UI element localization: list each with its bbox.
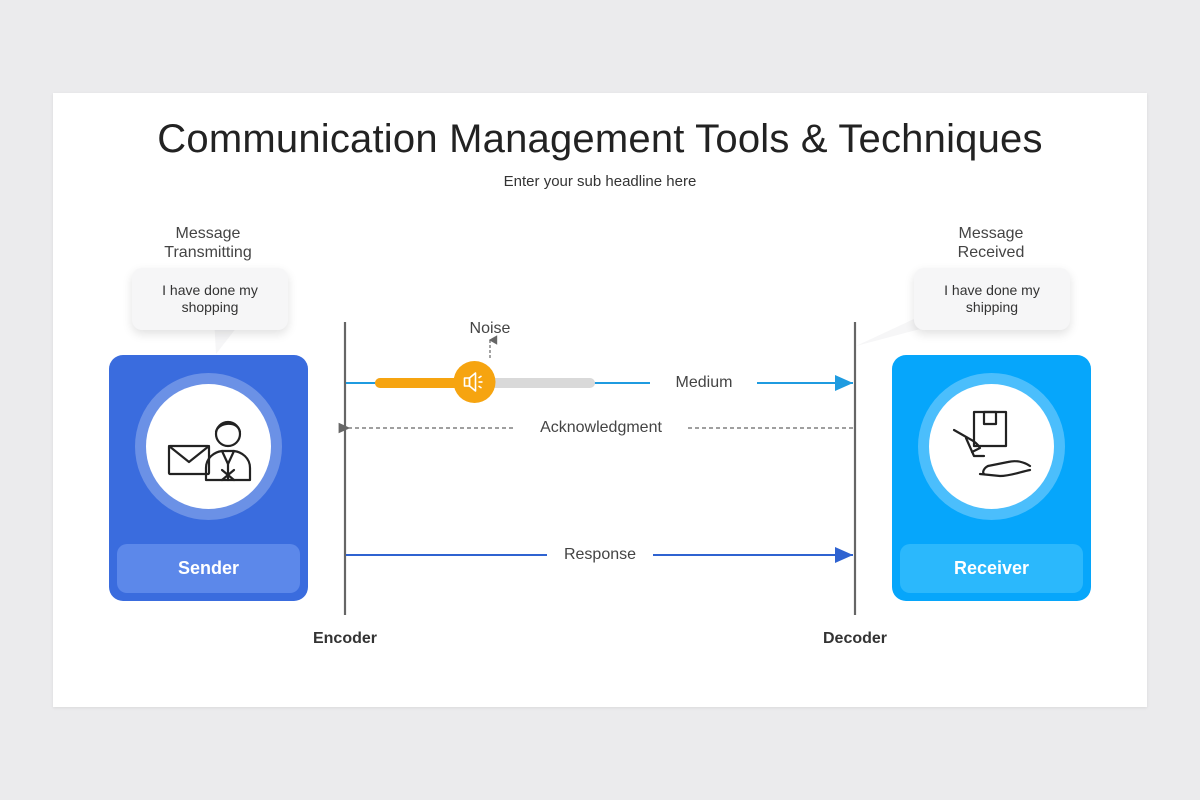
response-label: Response <box>563 546 637 563</box>
sender-caption: Message Transmitting <box>164 225 252 261</box>
page-subtitle: Enter your sub headline here <box>503 173 697 190</box>
sender-speech-bubble: I have done my shopping <box>132 268 288 330</box>
noise-knob <box>453 361 496 403</box>
receiver-caption: Message Received <box>957 225 1025 261</box>
envelope-person-icon <box>167 420 252 482</box>
receiver-bubble-tail <box>856 318 924 346</box>
noise-label: Noise <box>469 320 511 337</box>
sender-label: Sender <box>117 544 300 593</box>
decoder-label: Decoder <box>822 630 888 647</box>
receiver-label: Receiver <box>900 544 1083 593</box>
receiver-speech-bubble: I have done my shipping <box>914 268 1070 330</box>
acknowledgment-label: Acknowledgment <box>540 419 662 436</box>
medium-label: Medium <box>675 374 733 391</box>
page-title: Communication Management Tools & Techniq… <box>157 117 1043 161</box>
encoder-label: Encoder <box>312 630 377 647</box>
speaker-icon <box>463 372 483 392</box>
package-handover-icon <box>952 410 1032 478</box>
